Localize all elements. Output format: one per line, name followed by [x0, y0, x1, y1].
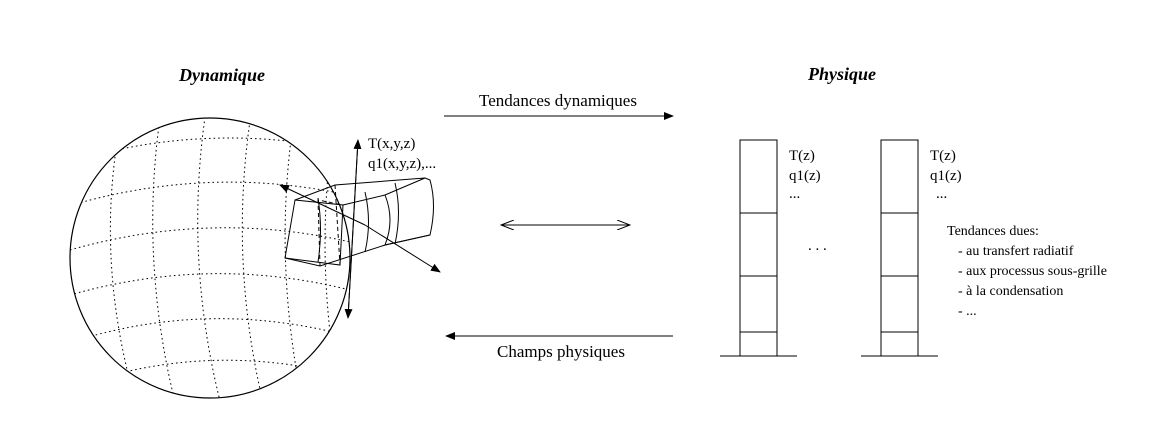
- physics-column-2: [861, 139, 938, 357]
- vertical-axis-arrow-down: [344, 139, 359, 319]
- column2-more: ...: [936, 186, 947, 202]
- column-box: [880, 139, 919, 357]
- column-box: [739, 139, 778, 357]
- column2-T: T(z): [930, 148, 956, 164]
- dynamics-field-q: q1(x,y,z),...: [368, 156, 436, 172]
- tendencies-heading: Tendances dues:: [947, 224, 1039, 239]
- column1-T: T(z): [789, 148, 815, 164]
- column1-q: q1(z): [789, 168, 821, 184]
- grid-box-segment: [394, 182, 399, 245]
- top-arrow-label: Tendances dynamiques: [479, 91, 637, 110]
- globe-grid: [70, 118, 350, 398]
- tendency-item: - aux processus sous-grille: [958, 264, 1107, 279]
- physics-column-1: [720, 139, 797, 357]
- longitude-line: [152, 118, 176, 398]
- bottom-arrow-label: Champs physiques: [497, 342, 625, 361]
- grid-box: [279, 139, 441, 319]
- latitude-line: [70, 227, 350, 251]
- longitude-line: [197, 118, 221, 398]
- physics-title: Physique: [807, 64, 876, 84]
- longitude-line: [241, 120, 263, 398]
- longitude-line: [109, 124, 136, 398]
- globe: [69, 117, 351, 399]
- dynamics-title: Dynamique: [178, 65, 265, 85]
- grid-box-segment: [317, 197, 321, 263]
- latitude-line: [77, 318, 346, 341]
- grid-box-segment: [364, 191, 369, 253]
- column2-q: q1(z): [930, 168, 962, 184]
- grid-box-hidden-edge: [317, 199, 344, 267]
- globe-outline: [69, 117, 351, 399]
- tendency-item: - ...: [958, 304, 977, 319]
- between-columns-ellipsis: . . .: [808, 238, 827, 254]
- grid-box-bottom: [284, 234, 431, 267]
- grid-box-right-face: [384, 177, 434, 246]
- grid-box-hidden-edge: [334, 184, 341, 266]
- dynamics-field-T: T(x,y,z): [368, 136, 415, 152]
- latitude-line: [70, 137, 346, 166]
- tendency-item: - à la condensation: [958, 284, 1063, 299]
- tendency-item: - au transfert radiatif: [958, 244, 1074, 259]
- radial-axis-arrow-out: [364, 224, 441, 273]
- column1-more: ...: [789, 186, 800, 202]
- longitude-line: [284, 131, 301, 391]
- radial-axis-arrow: [279, 184, 366, 226]
